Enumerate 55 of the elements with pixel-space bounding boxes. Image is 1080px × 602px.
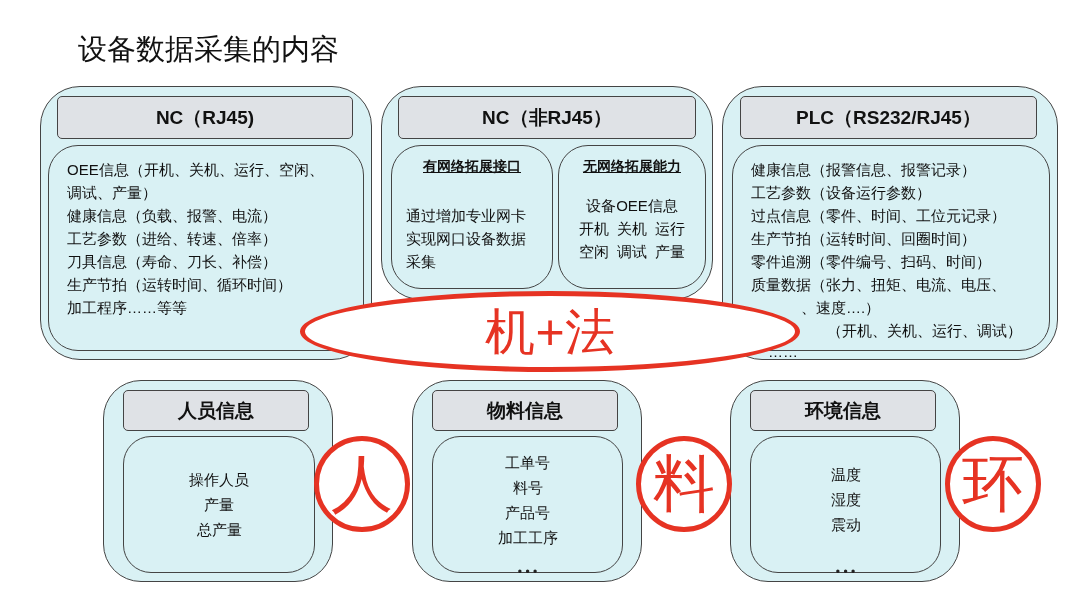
info-panel bbox=[48, 145, 364, 351]
info-text: 温度 bbox=[830, 465, 861, 485]
info-text: OEE信息（开机、关机、运行、空闲、调试、产量） bbox=[67, 160, 325, 203]
info-text: 工艺参数（设备运行参数） bbox=[751, 183, 931, 203]
info-text: 湿度 bbox=[830, 490, 861, 510]
info-text: （开机、关机、运行、调试） bbox=[827, 321, 1022, 341]
info-text: 操作人员 bbox=[189, 470, 249, 490]
info-panel bbox=[750, 436, 941, 573]
info-text: 健康信息（负载、报警、电流） bbox=[67, 206, 277, 226]
header-bar: NC（RJ45) bbox=[57, 96, 353, 139]
group-panel bbox=[103, 380, 333, 582]
header-bar: 环境信息 bbox=[750, 390, 936, 431]
info-text: 总产量 bbox=[196, 520, 242, 540]
info-text: 工单号 bbox=[505, 452, 550, 473]
info-text: 刀具信息（寿命、刀长、补偿） bbox=[67, 252, 277, 272]
group-panel bbox=[730, 380, 960, 582]
group-panel bbox=[722, 86, 1058, 360]
info-panel bbox=[432, 436, 623, 573]
info-panel bbox=[732, 145, 1050, 351]
ellipsis-text: …… bbox=[768, 344, 798, 360]
info-text: 健康信息（报警信息、报警记录） bbox=[751, 160, 976, 180]
header-bar: 人员信息 bbox=[123, 390, 309, 431]
info-text: 开机 关机 运行 bbox=[578, 219, 686, 239]
group-panel bbox=[412, 380, 642, 582]
ellipsis-dots: • • • bbox=[516, 566, 539, 578]
info-panel bbox=[558, 145, 706, 289]
info-text: 零件追溯（零件编号、扫码、时间） bbox=[751, 252, 991, 272]
circle-stamp: 料 bbox=[636, 436, 732, 532]
header-bar: 物料信息 bbox=[432, 390, 618, 431]
info-text: 通过增加专业网卡实现网口设备数据采集 bbox=[406, 206, 527, 272]
group-panel bbox=[381, 86, 713, 300]
info-text: 加工工序 bbox=[497, 527, 558, 548]
info-text: 产品号 bbox=[505, 502, 550, 523]
info-text: 空闲 调试 产量 bbox=[578, 242, 686, 262]
info-panel bbox=[391, 145, 553, 289]
header-bar: PLC（RS232/RJ45） bbox=[740, 96, 1037, 139]
info-text: 工艺参数（进给、转速、倍率） bbox=[67, 229, 277, 249]
info-text: 料号 bbox=[512, 477, 543, 498]
info-text: 产量 bbox=[204, 495, 234, 515]
circle-stamp: 环 bbox=[945, 436, 1041, 532]
circle-stamp: 人 bbox=[314, 436, 410, 532]
info-text: 设备OEE信息 bbox=[586, 196, 678, 216]
panel-heading: 无网络拓展能力 bbox=[583, 158, 681, 176]
info-text: 、速度….） bbox=[801, 298, 881, 318]
info-text: 过点信息（零件、时间、工位元记录） bbox=[751, 206, 1006, 226]
ellipsis-dots: • • • bbox=[834, 566, 857, 578]
diagram-title: 设备数据采集的内容 bbox=[78, 32, 339, 67]
header-bar: NC（非RJ45） bbox=[398, 96, 696, 139]
info-text: 加工程序……等等 bbox=[67, 298, 187, 318]
info-text: 生产节拍（运转时间、循环时间） bbox=[67, 275, 292, 295]
info-panel bbox=[123, 436, 315, 573]
info-text: 震动 bbox=[830, 515, 861, 535]
info-text: 生产节拍（运转时间、回圈时间） bbox=[751, 229, 976, 249]
group-panel bbox=[40, 86, 372, 360]
panel-heading: 有网络拓展接口 bbox=[423, 158, 521, 176]
